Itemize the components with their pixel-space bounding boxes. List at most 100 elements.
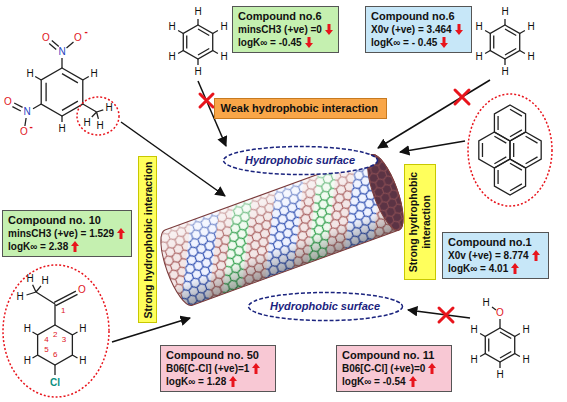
highlight-ellipse	[468, 94, 552, 206]
atom-label: N	[59, 47, 66, 57]
box-title: Compound no.6	[238, 10, 322, 23]
atom-label: H	[502, 7, 509, 17]
surface-ellipse: Hydrophobic surface	[247, 291, 404, 322]
box-title: Compound no. 50	[166, 349, 259, 362]
down-arrow-shape	[440, 37, 448, 48]
benzene-molecule	[485, 19, 525, 65]
value-text: B06[C-Cl] (+ve)=0	[342, 362, 425, 375]
down-arrow	[440, 37, 448, 48]
atom-label: H	[195, 7, 202, 17]
value-text: logK∞ = -0.45	[238, 36, 302, 49]
interaction-bar: Strong hydrophobic interaction	[138, 156, 157, 323]
atom-label: N	[24, 107, 31, 117]
atom-label: H	[169, 52, 176, 62]
down-arrow-shape	[305, 37, 313, 48]
atom-label: -	[30, 122, 33, 132]
position-number: 1	[61, 307, 65, 315]
position-number: 2	[53, 331, 57, 339]
interaction-box: Weak hydrophobic interaction	[214, 98, 387, 119]
up-arrow	[532, 250, 540, 261]
pyrene-molecule	[479, 105, 541, 195]
up-arrow	[252, 363, 260, 374]
atom-label: H	[528, 22, 535, 32]
box-title: Compound no.6	[371, 10, 455, 23]
surface-outline-ellipse	[223, 146, 377, 174]
value-text: logK∞ = 1.28	[166, 375, 226, 388]
cross-mark	[439, 308, 453, 322]
down-arrow	[455, 24, 463, 35]
atom-label: H	[27, 274, 34, 284]
up-arrow-shape	[252, 363, 260, 374]
atom-label: H	[476, 22, 483, 32]
atom-label: H	[106, 103, 113, 113]
atom-label: H	[221, 22, 228, 32]
position-number: 4	[44, 336, 48, 344]
atom-label: O	[42, 33, 50, 43]
compound-box: Compound no. 50B06[C-Cl] (+ve)=1logK∞ = …	[160, 345, 276, 392]
atom-label: H	[79, 356, 86, 366]
interaction-arrow	[378, 80, 490, 148]
up-arrow-shape	[428, 363, 436, 374]
interaction-bar: Strong hydrophobic interaction	[404, 164, 436, 280]
benzene-ring	[485, 328, 514, 362]
benzene-ring	[490, 25, 519, 59]
up-arrow-shape	[229, 376, 237, 387]
atom-label: H	[24, 356, 31, 366]
value-text: logK∞ = - 0.45	[371, 36, 437, 49]
dinitrotoluene-molecule	[12, 41, 103, 127]
atom-label: H	[221, 52, 228, 62]
up-arrow	[428, 363, 436, 374]
atom-label: O	[78, 285, 86, 295]
nanotube-lattice	[154, 151, 411, 310]
interaction-arrow	[400, 141, 465, 152]
atom-label: H	[24, 324, 31, 334]
up-arrow-shape	[117, 228, 125, 239]
position-number: 3	[62, 336, 66, 344]
value-text: logK∞ = 2.38	[8, 240, 68, 253]
no-interaction-crosses	[200, 90, 469, 322]
box-title: Compound no.1	[448, 236, 532, 249]
bonds	[480, 307, 520, 368]
interaction-arrow	[408, 310, 470, 318]
atom-label: O	[20, 127, 28, 137]
atom-label: -	[85, 27, 88, 37]
nanotube-body	[154, 151, 411, 310]
down-arrow-shape	[455, 24, 463, 35]
value-text: X0v (+ve) = 3.464	[371, 23, 452, 36]
down-arrow	[325, 24, 333, 35]
atom-label: H	[84, 118, 91, 128]
benzene-ring	[41, 68, 83, 116]
value-text: logK∞ = 4.01	[448, 262, 508, 275]
interaction-arrows	[112, 80, 490, 342]
surface-ellipse: Hydrophobic surface	[222, 145, 379, 176]
atom-label: H	[523, 325, 530, 335]
atom-label: O	[74, 33, 82, 43]
benzene-ring	[38, 325, 73, 365]
atom-label: H	[471, 325, 478, 335]
up-arrow-shape	[409, 376, 417, 387]
atom-label: H	[497, 370, 504, 380]
bonds	[27, 285, 78, 375]
up-arrow-shape	[511, 263, 519, 274]
up-arrow-shape	[532, 250, 540, 261]
down-arrow	[305, 37, 313, 48]
value-text: logK∞ = -0.54	[342, 375, 406, 388]
atom-label: Cl	[50, 378, 60, 388]
atom-label: H	[502, 67, 509, 77]
surface-outline-ellipse	[248, 292, 402, 320]
phenol-molecule	[480, 307, 520, 368]
aromatic-ring	[494, 159, 525, 195]
aromatic-ring	[494, 105, 525, 141]
bonds	[485, 19, 525, 65]
nanotube-shading	[154, 151, 411, 310]
atom-label: H	[476, 52, 483, 62]
interaction-text: Strong hydrophobic interaction	[407, 169, 433, 275]
up-arrow	[71, 241, 79, 252]
atom-label: H	[42, 276, 49, 286]
bonds	[12, 41, 103, 127]
value-text: X0v (+ve) = 8.774	[448, 249, 529, 262]
compound-box: Compound no.6minsCH3 (+ve) =0logK∞ = -0.…	[232, 6, 339, 53]
benzene-molecule	[178, 19, 218, 65]
value-text: B06[C-Cl] (+ve)=1	[166, 362, 249, 375]
atom-label: H	[528, 52, 535, 62]
